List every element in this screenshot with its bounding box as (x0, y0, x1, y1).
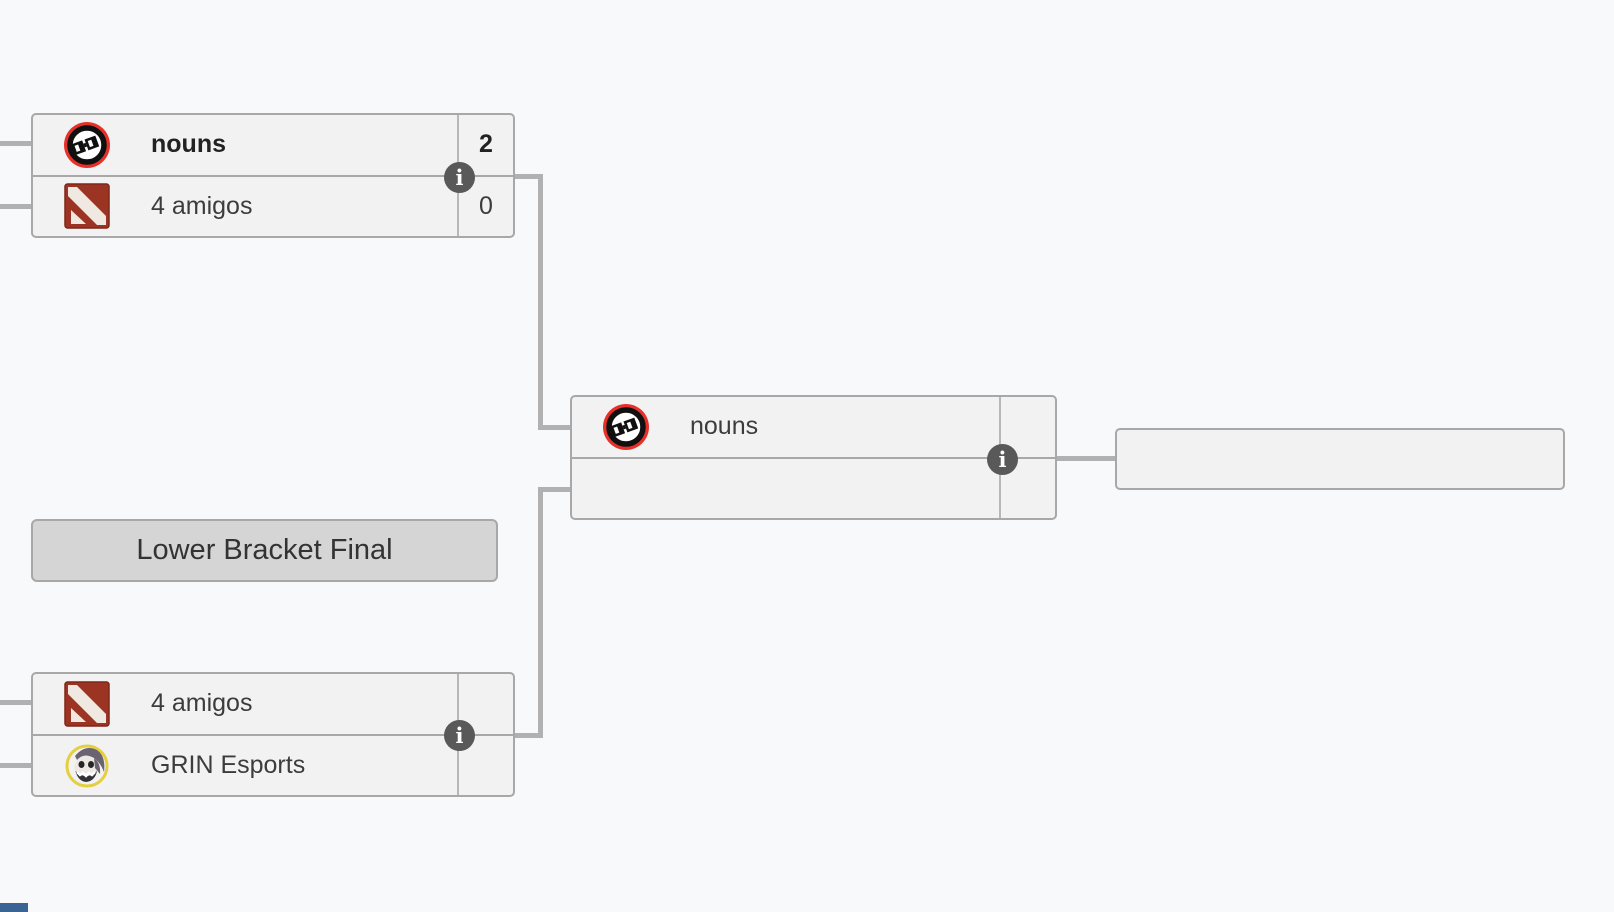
nouns-logo (63, 121, 111, 169)
advancement-slot-empty (1115, 428, 1565, 490)
info-glyph: i (455, 165, 464, 190)
team-row: 4 amigos (33, 674, 513, 734)
partial-element-bottom-left (0, 903, 28, 912)
team-row (572, 456, 1055, 519)
connector-line (538, 174, 543, 430)
match-info-icon[interactable]: i (444, 720, 475, 751)
team-name: 4 amigos (151, 689, 253, 718)
match-info-icon[interactable]: i (987, 444, 1018, 475)
match-lower-bracket-final: 4 amigos GRIN Esp (31, 672, 515, 797)
team-grin-esports[interactable]: GRIN Esports (33, 736, 457, 796)
team-name: GRIN Esports (151, 750, 306, 779)
team-nouns[interactable]: nouns (572, 397, 999, 457)
team-score: 2 (457, 115, 513, 175)
grin-esports-logo (63, 741, 111, 789)
connector-line (513, 733, 543, 738)
team-row: 4 amigos 0 (33, 174, 513, 237)
connector-stub (0, 700, 31, 705)
round-label-text: Lower Bracket Final (136, 534, 393, 566)
info-glyph: i (455, 723, 464, 748)
round-label: Lower Bracket Final (31, 519, 498, 582)
team-row: GRIN Esports (33, 733, 513, 796)
info-glyph: i (998, 447, 1007, 472)
match-info-icon[interactable]: i (444, 162, 475, 193)
team-score: 0 (457, 176, 513, 236)
team-nouns[interactable]: nouns (33, 115, 457, 175)
connector-line (538, 487, 572, 492)
team-name: nouns (690, 412, 759, 441)
connector-stub (0, 763, 31, 768)
team-score (457, 735, 513, 795)
dota2-logo (63, 182, 111, 230)
team-4amigos[interactable]: 4 amigos (33, 674, 457, 734)
team-row: nouns (572, 397, 1055, 457)
team-slot-empty (572, 459, 999, 519)
team-score (999, 397, 1055, 457)
connector-stub (0, 204, 31, 209)
team-name: 4 amigos (151, 191, 253, 220)
connector-line (538, 425, 572, 430)
team-score (457, 674, 513, 734)
dota2-logo (63, 680, 111, 728)
match-upper: nouns 2 4 amigos 0 (31, 113, 515, 238)
team-score (999, 458, 1055, 518)
connector-line (538, 487, 543, 738)
connector-line (1055, 456, 1117, 461)
nouns-logo (602, 403, 650, 451)
team-4amigos[interactable]: 4 amigos (33, 177, 457, 237)
team-row: nouns 2 (33, 115, 513, 175)
team-name: nouns (151, 130, 226, 159)
connector-stub (0, 141, 31, 146)
match-advancing: nouns (570, 395, 1057, 520)
connector-line (513, 174, 543, 179)
